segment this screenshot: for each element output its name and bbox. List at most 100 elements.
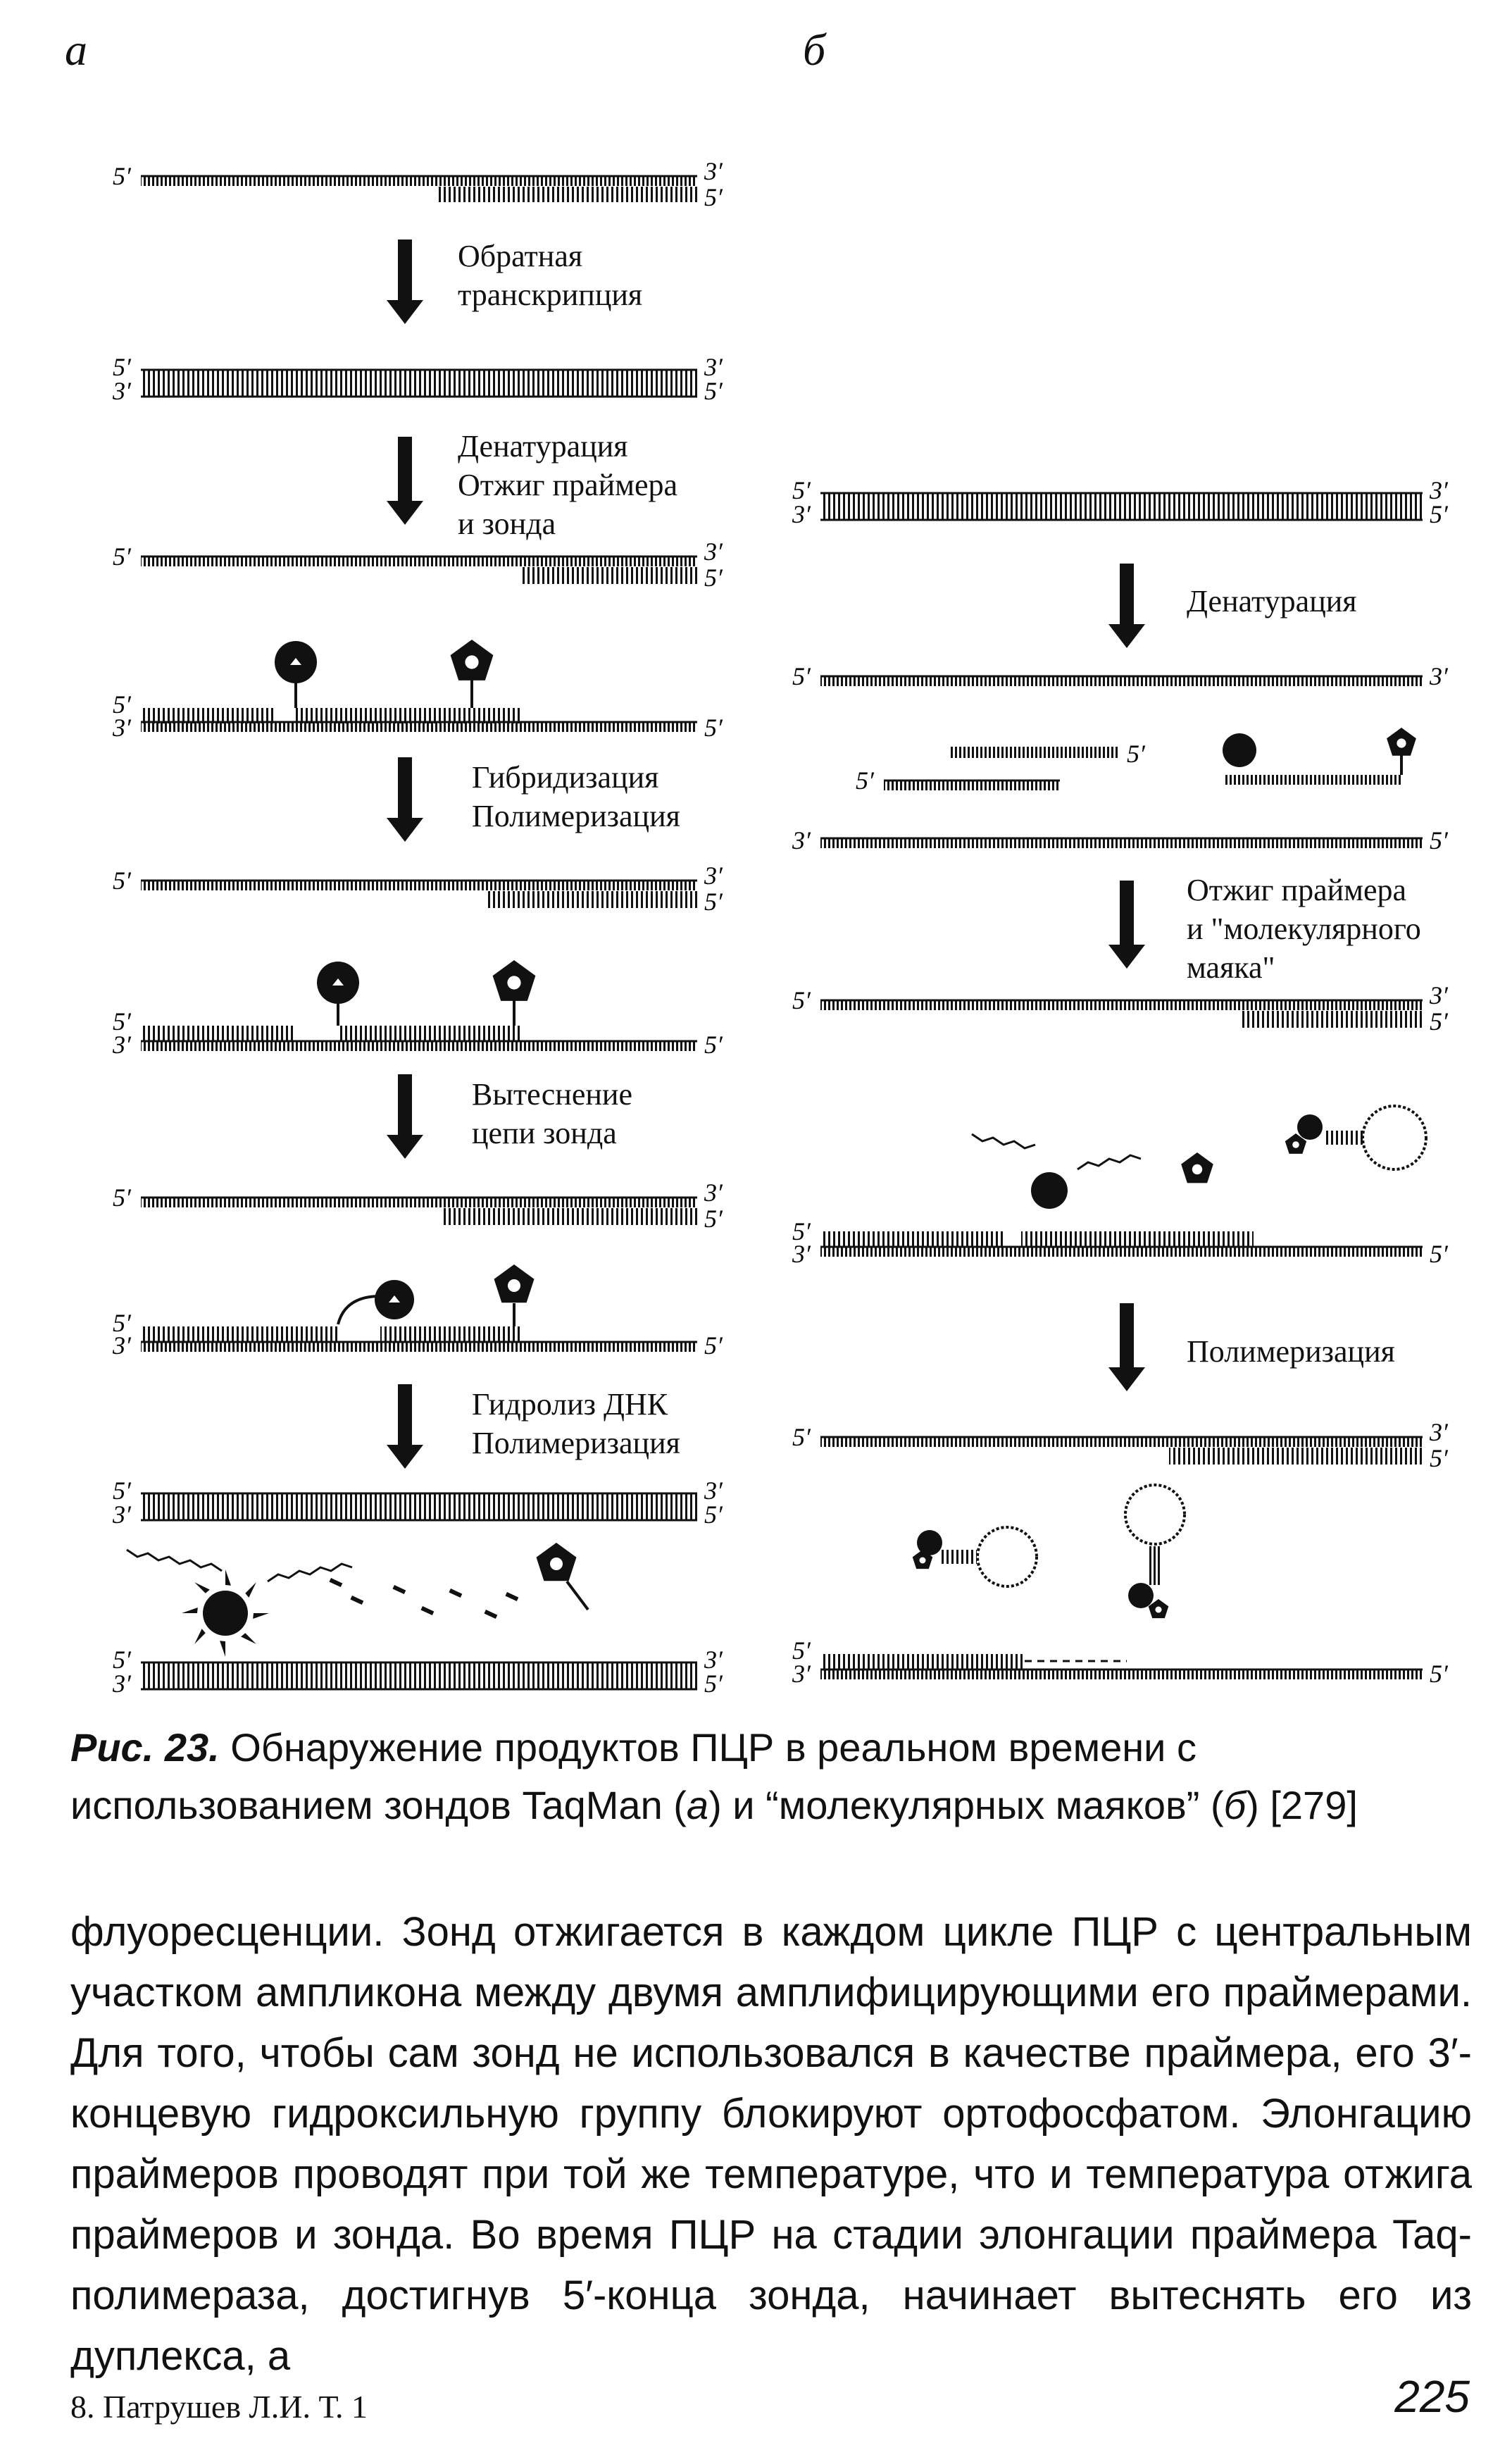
single-strand [820,676,1423,686]
strand-end-label: 5′ [792,1217,811,1245]
strand-end-label: 5′ [704,1331,723,1360]
beacon-loop [976,1526,1038,1588]
strand-end-label: 3′ [112,1670,132,1698]
quencher-glyph [465,655,479,669]
beacon-stem [940,1550,977,1564]
arrow-shaft [398,1384,412,1448]
step-label: Денатурация [458,429,628,464]
arrow-head [387,501,423,525]
body-paragraph: флуоресценции. Зонд отжигается в каждом … [70,1909,1472,2379]
strand-end-label: 3′ [792,1240,811,1268]
quencher-glyph [919,1557,926,1564]
primer [521,567,697,584]
probe [380,1326,521,1342]
strand-end-label: 5′ [1127,740,1146,768]
strand-end-label: 5′ [113,690,132,719]
primer [951,747,1120,758]
strand-end-label: 5′ [792,476,811,504]
probe-linker [566,1580,589,1611]
primer [820,1231,1004,1247]
probe-fragment [449,1589,463,1598]
single-strand [141,722,697,732]
beacon-fluorophore [1031,1172,1068,1209]
single-strand [884,781,1060,790]
beacon-loop [1361,1105,1427,1171]
probe-fragment [505,1592,519,1602]
extended-primer [820,1654,1025,1670]
fluorescence-ray [194,1582,210,1593]
caption-text: Обнаружение продуктов ПЦР в реальном вре… [70,1725,1197,1827]
strand-end-label: 3′ [704,353,723,381]
fluorescence-ray [182,1608,198,1613]
beacon-hybridized [1021,1231,1254,1247]
single-strand [141,176,697,186]
footer-signature: 8. Патрушев Л.И. Т. 1 [70,2389,368,2425]
dye-glyph [332,978,344,986]
figure-23: 5′3′5′5′3′3′5′5′3′5′5′3′5′5′3′5′5′3′5′5′… [112,157,1449,1698]
probe-fragment [392,1585,406,1595]
probe-fragment [350,1596,364,1605]
strand-end-label: 5′ [704,564,723,592]
arrow-head [387,1445,423,1469]
strand-end-label: 3′ [792,1660,811,1688]
beacon-stem [1148,1546,1162,1585]
step-label: и "молекулярного [1187,912,1421,946]
caption-ref-b: б [1223,1783,1247,1827]
strand-end-label: 3′ [112,714,132,742]
single-strand [820,1000,1423,1010]
strand-end-label: 5′ [113,1646,132,1674]
strand-end-label: 3′ [704,157,723,185]
strand-end-label: 3′ [1429,476,1449,504]
extended-primer [141,1026,296,1041]
strand-end-label: 5′ [704,1670,723,1698]
fluorescence-ray [194,1629,206,1644]
single-strand [820,1247,1423,1257]
strand-end-label: 5′ [792,1423,811,1451]
duplex [820,493,1423,520]
arrow-head [1108,624,1145,648]
arrow-shaft [398,240,412,303]
duplex [141,370,697,397]
arrow-head [387,1135,423,1159]
strand-end-label: 3′ [112,1031,132,1059]
emission-wave [267,1562,353,1583]
page-number: 225 [1394,2371,1470,2422]
displaced-probe [337,1295,381,1325]
strand-end-label: 5′ [1430,826,1449,854]
primer [1169,1448,1423,1465]
strand-end-label: 5′ [704,714,723,742]
step-label: Обратная [458,239,583,273]
strand-end-label: 5′ [704,377,723,405]
strand-end-label: 5′ [113,542,132,571]
strand-end-label: 5′ [792,662,811,690]
arrow-shaft [398,1074,412,1138]
strand-end-label: 5′ [1430,1660,1449,1688]
strand-end-label: 5′ [1430,1240,1449,1268]
strand-end-label: 5′ [704,888,723,916]
strand-end-label: 5′ [113,162,132,190]
quencher-glyph [550,1558,563,1570]
beacon-fluorophore [1128,1583,1154,1608]
strand-end-label: 5′ [113,1183,132,1212]
strand-end-label: 3′ [1429,1418,1449,1446]
caption-text: ) [279] [1246,1783,1358,1827]
step-label: Гибридизация [472,760,659,795]
strand-end-label: 5′ [113,866,132,895]
strand-end-label: 5′ [113,353,132,381]
fluorescence-ray [253,1613,269,1619]
strand-end-label: 3′ [792,826,811,854]
single-strand [141,881,697,890]
step-label: Отжиг праймера [1187,873,1407,907]
beacon-loop [1124,1484,1186,1546]
fluorescence-ray [241,1633,256,1644]
strand-end-label: 5′ [113,1476,132,1505]
strand-end-label: 5′ [1430,1444,1449,1472]
arrow-shaft [1120,1303,1134,1370]
probe-fragment [420,1606,435,1616]
single-strand [820,1437,1423,1447]
primer [444,1208,697,1225]
strand-end-label: 5′ [856,766,875,795]
strand-end-label: 3′ [704,1646,723,1674]
strand-end-label: 5′ [792,986,811,1014]
strand-end-label: 3′ [1429,662,1449,690]
